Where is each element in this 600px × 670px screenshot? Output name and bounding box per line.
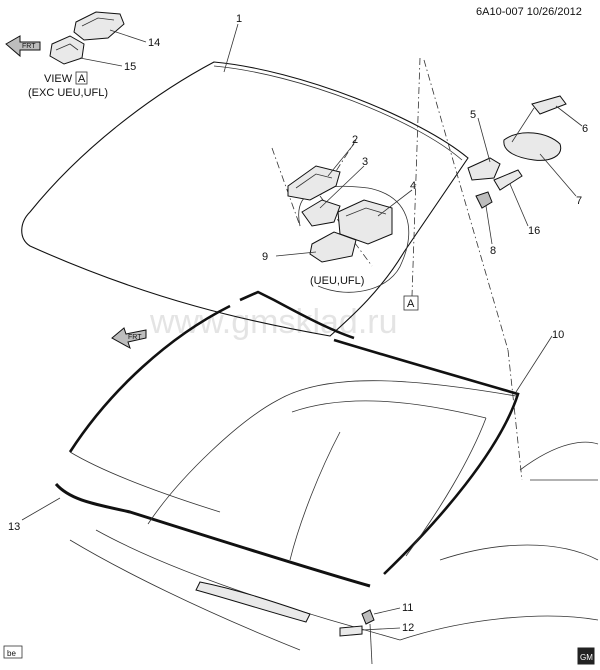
mirror-mount-parts [287, 165, 393, 263]
callout-12: 12 [402, 622, 414, 634]
callout-10: 10 [552, 329, 564, 341]
callout-8: 8 [490, 245, 496, 257]
view-a-marker: A [407, 298, 415, 310]
view-a-letter-box [75, 71, 88, 85]
callout-13: 13 [8, 521, 20, 533]
watermark: www.gmsklad.ru [149, 303, 398, 341]
svg-text:GM: GM [580, 653, 593, 662]
windshield-molding-right [333, 338, 520, 575]
callout-9: 9 [262, 251, 268, 263]
lower-molding-13 [54, 482, 371, 588]
callout-1: 1 [236, 13, 242, 25]
svg-text:FRT: FRT [128, 334, 142, 341]
gm-logo: GM [577, 647, 595, 665]
callout-5: 5 [470, 109, 476, 121]
callout-2: 2 [352, 134, 358, 146]
front-arrow-main: FRT [111, 327, 147, 350]
view-a-sublabel: (EXC UEU,UFL) [28, 87, 108, 99]
leader-lines [21, 23, 583, 631]
callout-numbers: 1 2 3 4 5 6 7 8 9 10 11 12 13 14 15 16 [8, 13, 588, 634]
diagram-reference: 6A10-007 10/26/2012 [476, 6, 582, 18]
view-a-label: VIEW [44, 73, 73, 85]
view-a-marker-box [403, 295, 419, 311]
callout-14: 14 [148, 37, 160, 49]
callout-7: 7 [576, 195, 582, 207]
clip-parts [339, 609, 375, 665]
callout-4: 4 [410, 180, 416, 192]
windshield-molding-side [68, 304, 231, 453]
windshield-molding-upper [239, 290, 355, 340]
view-a-letter: A [78, 73, 86, 85]
corner-tag: be [7, 649, 16, 658]
view-a-parts [49, 11, 147, 67]
rearview-mirror-parts [467, 95, 567, 209]
corner-tag-box [3, 645, 23, 659]
callout-16: 16 [528, 225, 540, 237]
inset-label: (UEU,UFL) [310, 275, 364, 287]
car-body [69, 380, 599, 651]
callout-15: 15 [124, 61, 136, 73]
front-arrow-view-a: FRT [5, 35, 41, 58]
windshield-glass [21, 61, 469, 337]
callout-3: 3 [362, 156, 368, 168]
callout-11: 11 [402, 602, 413, 614]
callout-6: 6 [582, 123, 588, 135]
construction-lines [271, 57, 523, 481]
svg-text:FRT: FRT [22, 43, 36, 50]
